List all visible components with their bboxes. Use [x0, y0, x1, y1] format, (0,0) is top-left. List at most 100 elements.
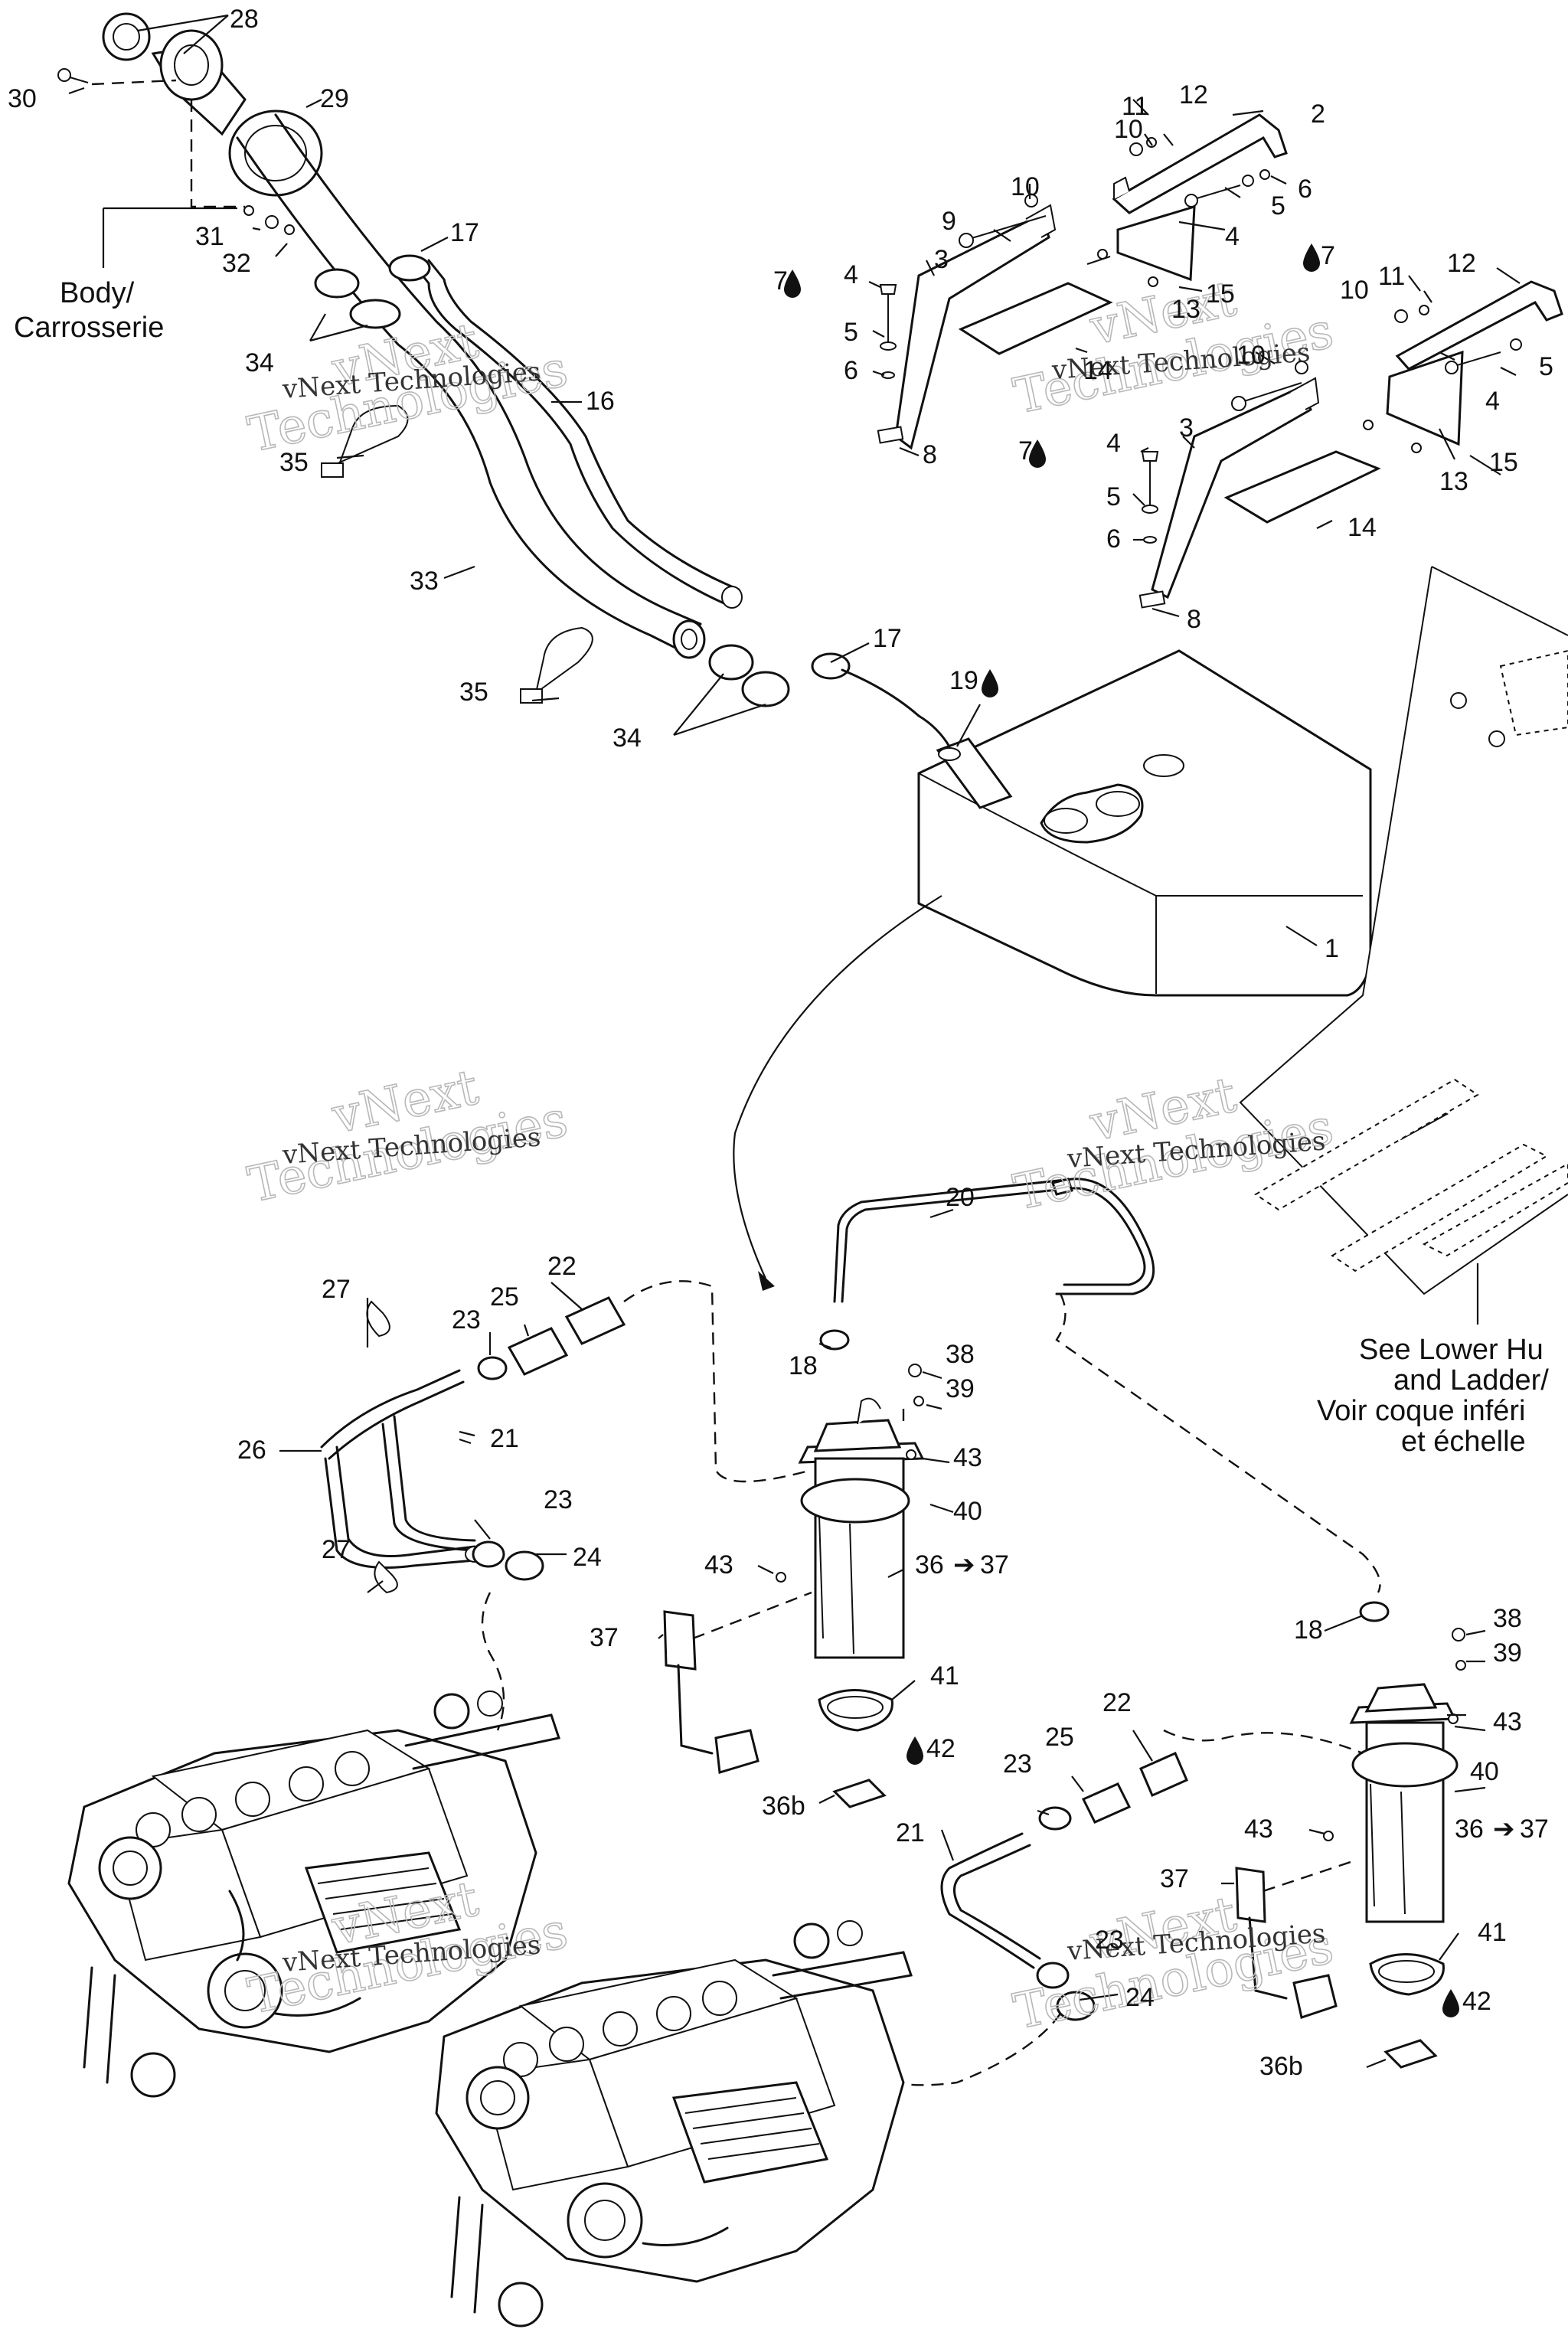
label-37b: 37: [590, 1623, 619, 1652]
label-13a: 13: [1171, 295, 1200, 324]
label-43a: 43: [953, 1443, 982, 1472]
label-36b-a: 36b: [762, 1792, 805, 1821]
label-40b: 40: [1470, 1757, 1499, 1786]
label-43b: 43: [704, 1550, 733, 1579]
label-32: 32: [222, 249, 251, 278]
hull-note-line4: et échelle: [1401, 1426, 1526, 1458]
label-19: 19: [949, 666, 978, 695]
label-43c: 43: [1493, 1707, 1522, 1736]
drop-icons: [784, 243, 1459, 2017]
label-24b: 24: [1125, 1983, 1155, 2012]
label-5c: 5: [1539, 352, 1553, 381]
label-23a: 23: [452, 1305, 481, 1334]
part-labels: 28 29 30 31 32 17 34 35 16 33 17 35 34 1…: [8, 5, 1553, 2081]
label-14b: 14: [1348, 513, 1377, 542]
label-36b-b: 36b: [1259, 2052, 1303, 2081]
arrow-head: [758, 1271, 775, 1291]
label-5a: 5: [1271, 191, 1285, 220]
label-21b: 21: [896, 1818, 925, 1847]
label-14a: 14: [1083, 356, 1112, 385]
drop-icon: [784, 270, 801, 298]
leader-lines: [68, 14, 1521, 2069]
label-23b: 23: [544, 1485, 573, 1514]
fuel-hoses-right: [864, 1752, 1188, 2086]
lower-hull-outline: [1239, 566, 1568, 1325]
label-arrow-a: ➔: [953, 1550, 975, 1579]
label-16: 16: [586, 387, 615, 416]
label-36c: 36: [1455, 1815, 1484, 1844]
label-41b: 41: [1478, 1918, 1507, 1947]
label-25a: 25: [490, 1282, 519, 1312]
label-12b: 12: [1447, 249, 1476, 278]
label-26: 26: [237, 1436, 266, 1465]
drop-icon: [982, 669, 998, 697]
body-note-line2: Carrosserie: [14, 312, 164, 344]
notes: Body/ Carrosserie See Lower Hu and Ladde…: [14, 277, 1549, 1458]
label-5b: 5: [844, 318, 858, 347]
label-8a: 8: [923, 440, 937, 469]
label-10b: 10: [1011, 172, 1040, 201]
label-31: 31: [195, 222, 224, 251]
label-18b: 18: [1294, 1615, 1323, 1645]
label-28: 28: [230, 5, 259, 34]
label-25b: 25: [1045, 1723, 1074, 1752]
label-5d: 5: [1106, 482, 1121, 511]
label-37a: 37: [980, 1550, 1009, 1579]
hull-note-line3: Voir coque inféri: [1317, 1395, 1526, 1427]
tank-strap-right-assembly: [1138, 280, 1563, 609]
label-8b: 8: [1187, 605, 1201, 634]
filler-neck-assembly: [57, 12, 323, 268]
label-39a: 39: [946, 1374, 975, 1403]
label-10c: 10: [1340, 276, 1369, 305]
label-11b: 11: [1378, 262, 1405, 291]
label-22a: 22: [547, 1252, 577, 1281]
label-17a: 17: [450, 218, 479, 247]
label-24a: 24: [573, 1543, 602, 1572]
label-7a: 7: [1321, 241, 1335, 270]
label-6b: 6: [844, 356, 858, 385]
label-18a: 18: [789, 1351, 818, 1380]
drop-icon: [1442, 1989, 1459, 2017]
fuel-pump-right-assembly: [1055, 1293, 1466, 2069]
label-42b: 42: [1462, 1987, 1491, 2016]
label-34a: 34: [245, 348, 274, 377]
label-33: 33: [410, 567, 439, 596]
label-21a: 21: [490, 1424, 519, 1453]
label-10d: 10: [1236, 341, 1266, 370]
label-6a: 6: [1298, 175, 1312, 204]
engine-right: [435, 1920, 913, 2328]
label-29: 29: [320, 84, 349, 113]
label-1: 1: [1325, 934, 1339, 963]
label-34b: 34: [612, 724, 642, 753]
drop-icon: [1029, 439, 1046, 468]
label-4c: 4: [1485, 387, 1500, 416]
label-36a: 36: [915, 1550, 944, 1579]
label-30: 30: [8, 84, 37, 113]
label-40a: 40: [953, 1497, 982, 1526]
drop-icon: [906, 1736, 923, 1765]
label-4b: 4: [844, 260, 858, 289]
body-note-line1: Body/: [60, 277, 135, 309]
label-27a: 27: [322, 1275, 351, 1304]
label-15a: 15: [1206, 279, 1235, 309]
label-10a: 10: [1114, 115, 1143, 144]
label-37c: 37: [1520, 1815, 1549, 1844]
label-37d: 37: [1160, 1864, 1189, 1893]
label-41a: 41: [930, 1661, 959, 1690]
fuel-hoses-left: [320, 1280, 812, 1731]
label-12a: 12: [1179, 80, 1208, 109]
label-27b: 27: [322, 1535, 351, 1564]
label-arrow-b: ➔: [1493, 1815, 1515, 1844]
label-35a: 35: [279, 448, 309, 477]
label-23c: 23: [1003, 1749, 1032, 1779]
drop-icon: [1303, 243, 1320, 272]
label-6c: 6: [1106, 524, 1121, 554]
engine-left: [67, 1690, 560, 2098]
fill-and-vent-hoses: [236, 113, 951, 748]
tank-strap-left-assembly: [877, 113, 1288, 450]
label-20: 20: [946, 1183, 975, 1212]
tank-to-pump-arrow: [733, 895, 942, 1279]
label-11a: 11: [1122, 92, 1148, 121]
label-42a: 42: [926, 1734, 956, 1763]
